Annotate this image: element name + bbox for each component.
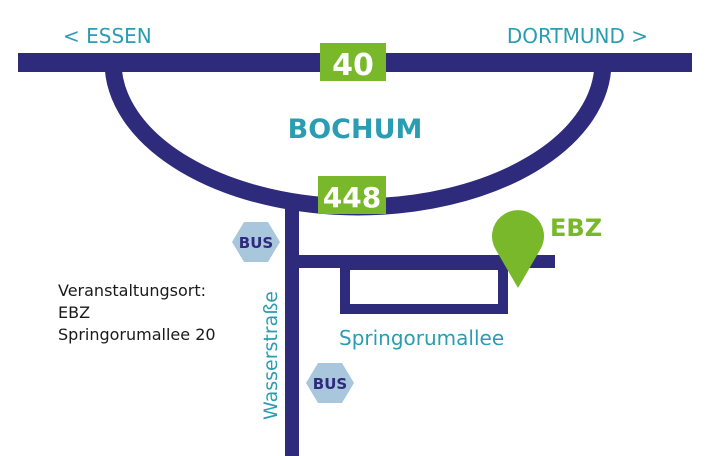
map-pin-icon: [492, 210, 544, 288]
venue-heading: Veranstaltungsort:: [58, 281, 207, 300]
bus-stop-icon: BUS: [232, 222, 280, 262]
venue-name: EBZ: [58, 303, 91, 322]
city-label: BOCHUM: [288, 114, 423, 145]
svg-text:BUS: BUS: [239, 234, 273, 252]
svg-text:BUS: BUS: [313, 375, 347, 393]
direction-essen: < ESSEN: [63, 24, 152, 48]
svg-text:40: 40: [332, 48, 374, 83]
destination-label: EBZ: [550, 214, 602, 242]
highway-448-sign: 448: [318, 176, 386, 214]
wasserstrasse-road: [285, 198, 299, 456]
svg-text:448: 448: [323, 181, 381, 214]
direction-dortmund: DORTMUND >: [507, 24, 648, 48]
venue-info: Veranstaltungsort: EBZ Springorumallee 2…: [58, 280, 216, 346]
wasserstrasse-label: Wasserstraße: [260, 291, 282, 420]
highway-40-sign: 40: [320, 43, 386, 83]
bus-stop-icon: BUS: [306, 363, 354, 403]
springorumallee-label: Springorumallee: [339, 326, 504, 350]
venue-address: Springorumallee 20: [58, 325, 216, 344]
springorumallee-loop: [340, 260, 508, 314]
